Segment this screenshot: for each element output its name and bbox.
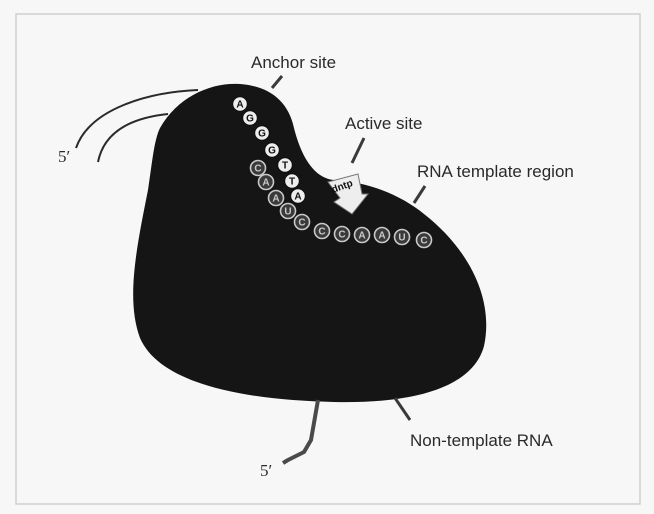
dna-bead: G: [243, 111, 258, 126]
rna-bead: C: [295, 215, 310, 230]
rna-template-region-label: RNA template region: [417, 162, 574, 181]
rna-bead: A: [259, 175, 274, 190]
non-template-rna-strand: [283, 400, 318, 463]
dna-bead-letter: G: [268, 146, 276, 157]
dna-bead-letter: T: [282, 161, 288, 172]
rna-bead-letter: C: [420, 236, 427, 247]
dna-bead: A: [233, 97, 248, 112]
dna-bead-letter: A: [294, 192, 301, 203]
anchor-site-label: Anchor site: [251, 53, 336, 72]
non-template-pointer: [395, 398, 410, 420]
rna-bead-letter: C: [254, 164, 261, 175]
five-prime-label-top: 5′: [58, 147, 70, 166]
rna-bead: C: [417, 233, 432, 248]
rna-bead: A: [375, 228, 390, 243]
rna-bead: C: [315, 224, 330, 239]
rna-bead-letter: U: [284, 207, 291, 218]
rna-bead: A: [269, 191, 284, 206]
dna-bead-letter: T: [289, 177, 295, 188]
rna-bead-letter: A: [378, 231, 385, 242]
rna-bead: C: [335, 227, 350, 242]
rna-bead-letter: A: [272, 194, 279, 205]
rna-bead-letter: C: [338, 230, 345, 241]
rna-bead: A: [355, 228, 370, 243]
five-prime-label-bottom: 5′: [260, 461, 272, 480]
active-site-label: Active site: [345, 114, 422, 133]
rna-bead-letter: C: [318, 227, 325, 238]
anchor-site-pointer: [272, 76, 282, 88]
template-region-pointer: [414, 186, 425, 203]
dna-bead: T: [278, 158, 293, 173]
rna-bead: C: [251, 161, 266, 176]
dna-bead: G: [265, 143, 280, 158]
dna-bead: A: [291, 189, 306, 204]
dna-bead-letter: G: [258, 129, 266, 140]
rna-bead: U: [281, 204, 296, 219]
rna-bead: U: [395, 230, 410, 245]
dna-bead-letter: G: [246, 114, 254, 125]
rna-bead-letter: U: [398, 233, 405, 244]
dna-bead-letter: A: [236, 100, 243, 111]
non-template-rna-label: Non-template RNA: [410, 431, 553, 450]
active-site-pointer: [352, 138, 364, 163]
rna-bead-letter: C: [298, 218, 305, 229]
dna-bead: T: [285, 174, 300, 189]
rna-bead-letter: A: [262, 178, 269, 189]
telomerase-enzyme: [133, 84, 486, 402]
dna-bead: G: [255, 126, 270, 141]
rna-bead-letter: A: [358, 231, 365, 242]
